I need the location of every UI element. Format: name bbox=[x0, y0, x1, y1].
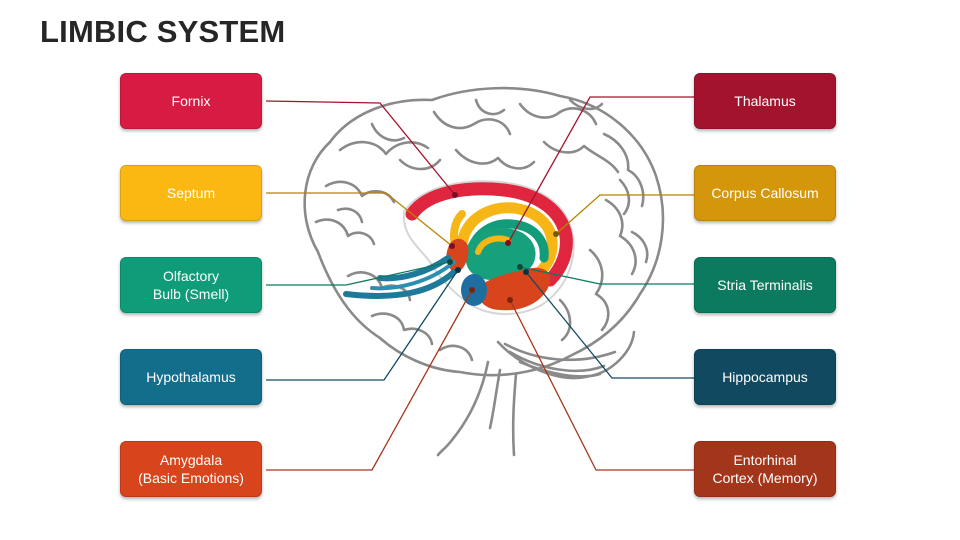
dot-entorhinal-cortex bbox=[507, 297, 513, 303]
limbic-structures bbox=[343, 180, 575, 316]
olfactory-tract-shape bbox=[377, 255, 451, 282]
label-stria-terminalis: Stria Terminalis bbox=[694, 257, 836, 313]
connector-hypothalamus bbox=[266, 269, 459, 381]
dot-amygdala bbox=[469, 287, 475, 293]
connector-amygdala bbox=[266, 289, 473, 471]
slide-title: LIMBIC SYSTEM bbox=[40, 14, 286, 49]
label-septum: Septum bbox=[120, 165, 262, 221]
connector-septum bbox=[266, 192, 453, 247]
brainstem-outline bbox=[436, 360, 490, 457]
dot-septum bbox=[449, 243, 455, 249]
dot-thalamus bbox=[505, 240, 511, 246]
dot-olfactory-bulb bbox=[447, 259, 453, 265]
label-hippocampus: Hippocampus bbox=[694, 349, 836, 405]
connector-corpus-callosum bbox=[555, 194, 694, 235]
label-hypothalamus: Hypothalamus bbox=[120, 349, 262, 405]
dot-stria-terminalis bbox=[517, 264, 523, 270]
connector-hippocampus bbox=[525, 271, 694, 379]
connectors bbox=[265, 96, 694, 471]
label-corpus-callosum: Corpus Callosum bbox=[694, 165, 836, 221]
brain-illustration bbox=[303, 86, 665, 457]
connector-entorhinal-cortex bbox=[509, 299, 694, 471]
connector-olfactory-bulb bbox=[266, 261, 451, 286]
anchor-dots bbox=[447, 192, 559, 303]
label-fornix: Fornix bbox=[120, 73, 262, 129]
dot-hippocampus bbox=[523, 269, 529, 275]
corpus-callosum-shape bbox=[456, 202, 558, 278]
dot-corpus-callosum bbox=[553, 231, 559, 237]
dot-fornix bbox=[452, 192, 458, 198]
label-thalamus: Thalamus bbox=[694, 73, 836, 129]
hippocampus-shape bbox=[478, 267, 551, 311]
label-amygdala: Amygdala(Basic Emotions) bbox=[120, 441, 262, 497]
connector-fornix bbox=[265, 100, 456, 196]
cerebrum-outline bbox=[303, 86, 665, 377]
connector-thalamus bbox=[507, 96, 694, 244]
fornix-shape bbox=[405, 182, 573, 287]
dot-hypothalamus bbox=[455, 267, 461, 273]
connector-stria-terminalis bbox=[519, 266, 694, 285]
